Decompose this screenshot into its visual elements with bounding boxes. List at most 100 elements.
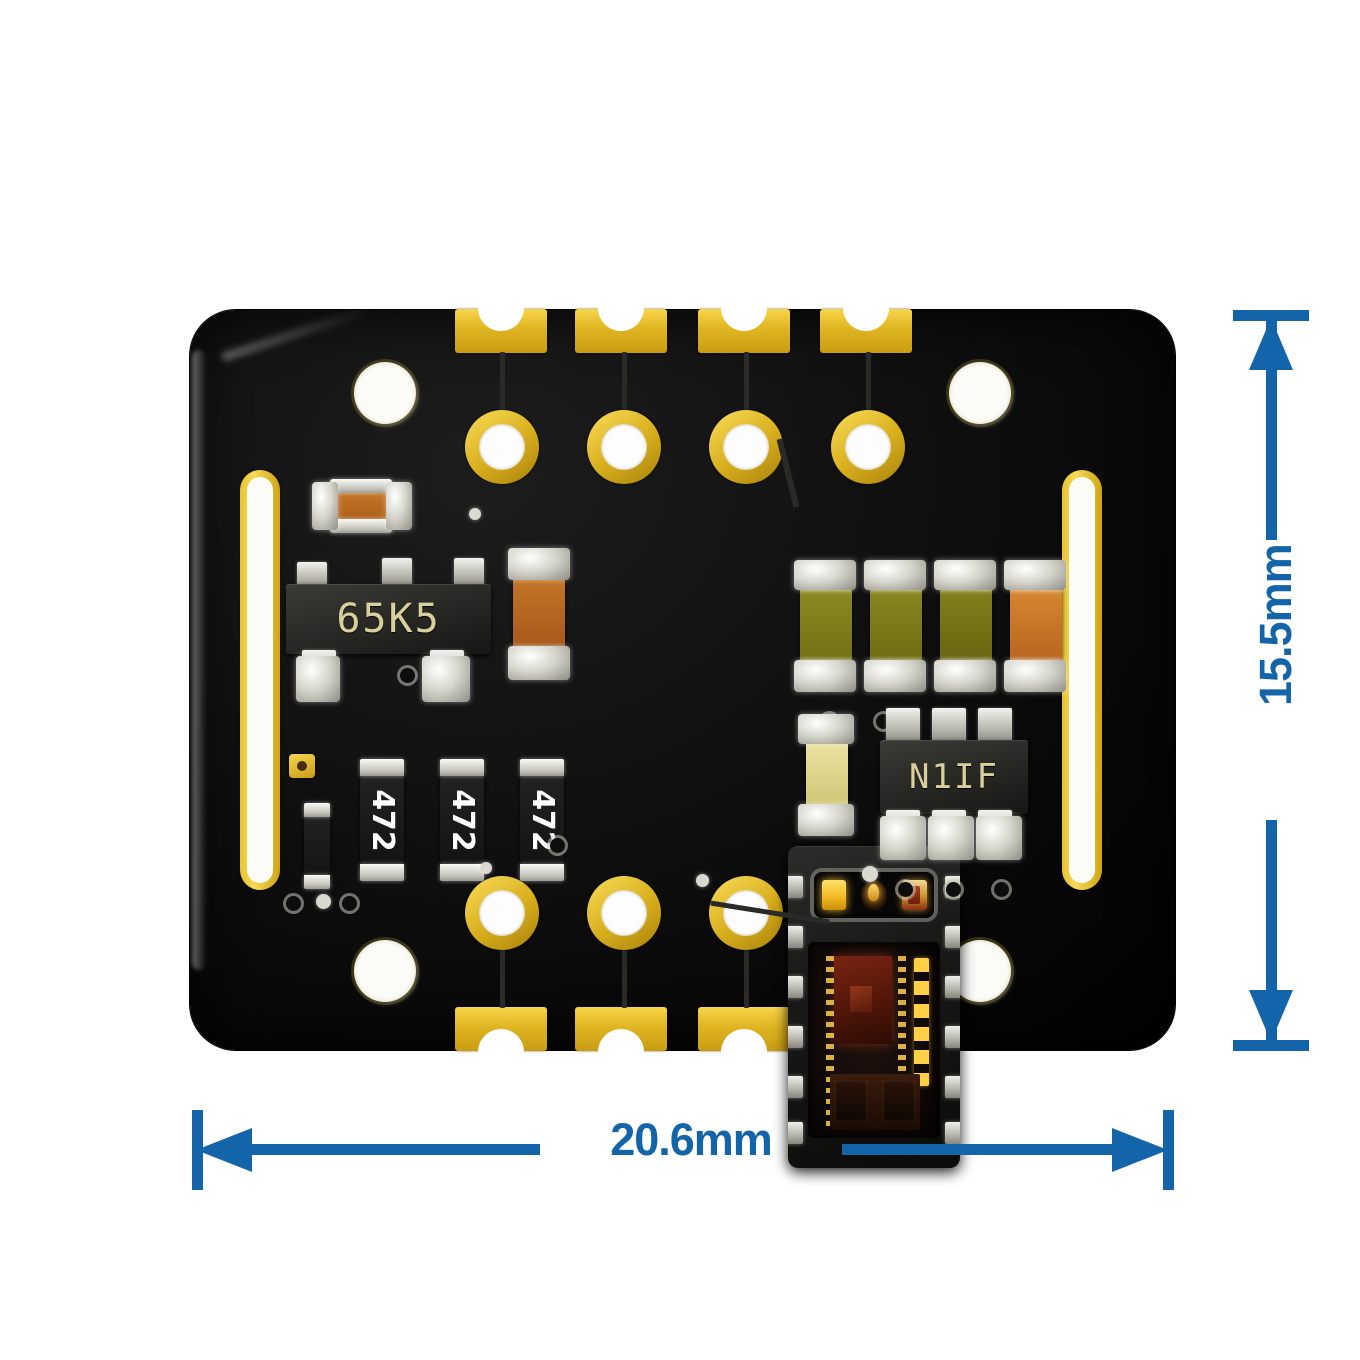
width-arrow-left (196, 1128, 252, 1172)
ic-65k5: 65K5 (286, 584, 491, 654)
ic-lead (454, 558, 484, 586)
sensor-die-window (808, 942, 940, 1138)
sensor-pin (788, 1076, 803, 1098)
trace (500, 352, 505, 414)
solder-joint (976, 816, 1022, 860)
ic-lead (297, 562, 327, 588)
via (550, 838, 565, 853)
solder-joint (794, 560, 856, 590)
capacitor-c2 (513, 560, 565, 664)
through-hole-top-3 (709, 410, 783, 484)
width-arrow-right (1112, 1128, 1168, 1172)
sensor-pin (788, 1026, 803, 1048)
width-dimension-label: 20.6mm (610, 1114, 773, 1165)
pcb-board: 65K5 472 472 (190, 285, 1175, 1168)
capacitor-c7 (806, 725, 848, 821)
solder-joint (864, 660, 926, 692)
via (342, 896, 357, 911)
solder-joint (508, 548, 570, 580)
ic-n1if: N1IF (880, 740, 1028, 814)
sensor-pin (945, 1026, 960, 1048)
solder-joint (312, 482, 338, 530)
edge-pad-bottom-1 (455, 1007, 547, 1075)
capacitor-c6 (1010, 574, 1062, 676)
solder-joint (798, 804, 854, 836)
edge-pad-top-3 (698, 285, 790, 353)
height-arrow-down (1249, 990, 1293, 1042)
width-shaft-left (252, 1144, 540, 1155)
via (480, 862, 492, 874)
trace (500, 946, 505, 1008)
solder-joint (296, 656, 340, 702)
capacitor-c3 (800, 574, 852, 676)
red-led (821, 880, 846, 910)
mounting-slot-right (1062, 470, 1102, 890)
edge-pad-bottom-3 (698, 1007, 790, 1075)
trace (622, 352, 627, 414)
solder-joint (1004, 560, 1066, 590)
sensor-pin (788, 976, 803, 998)
trace (866, 352, 871, 414)
solder-joint (934, 660, 996, 692)
board-edge-highlight (192, 350, 206, 970)
ic-n1if-marking: N1IF (909, 757, 999, 797)
test-pad (289, 754, 315, 778)
trace (744, 946, 749, 1008)
solder-joint (864, 560, 926, 590)
trace (622, 946, 627, 1008)
solder-joint (422, 656, 470, 702)
solder-joint (794, 660, 856, 692)
die-bond-pads (914, 958, 929, 1086)
sensor-pin (945, 1122, 960, 1144)
height-shaft-top (1266, 318, 1277, 540)
through-hole-top-2 (587, 410, 661, 484)
width-extension-line-right (1163, 1110, 1174, 1190)
width-shaft-right (842, 1144, 1132, 1155)
through-hole-top-4 (831, 410, 905, 484)
sensor-pin (945, 976, 960, 998)
resistor-r3: 472 (520, 759, 564, 881)
sensor-pin (945, 926, 960, 948)
via (862, 866, 878, 882)
bond-wires-left (826, 956, 834, 1128)
via (316, 894, 331, 909)
trace (744, 352, 749, 414)
trace (776, 438, 800, 508)
ic-lead (382, 558, 412, 586)
height-dimension-label: 15.5mm (1250, 544, 1301, 706)
ic-lead (886, 708, 920, 742)
via (696, 874, 709, 887)
die-lower-structure (830, 1074, 920, 1130)
height-extension-line-bottom (1233, 1040, 1309, 1051)
height-extension-line-top (1233, 310, 1309, 321)
solder-joint (934, 560, 996, 590)
photodiode (860, 880, 887, 910)
solder-joint (928, 816, 974, 860)
solder-joint (798, 714, 854, 744)
capacitor-c1 (330, 479, 392, 533)
through-hole-bottom-1 (465, 876, 539, 950)
resistor-r2-marking: 472 (444, 788, 480, 852)
via (898, 882, 913, 897)
via (994, 882, 1009, 897)
sensor-pin (788, 876, 803, 898)
solder-joint (1004, 660, 1066, 692)
through-hole-bottom-2 (587, 876, 661, 950)
ic-lead (978, 708, 1012, 742)
via (400, 668, 415, 683)
through-hole-top-1 (465, 410, 539, 484)
edge-pad-top-1 (455, 285, 547, 353)
resistor-r2: 472 (440, 759, 484, 881)
capacitor-c4 (870, 574, 922, 676)
resistor-r1-marking: 472 (364, 788, 400, 852)
mounting-slot-left (240, 470, 280, 890)
board-corner-highlight (220, 303, 376, 363)
height-shaft-bottom (1266, 820, 1277, 1042)
edge-pad-bottom-2 (575, 1007, 667, 1075)
resistor-r1: 472 (360, 759, 404, 881)
via (286, 896, 301, 911)
drill-hole-bottom-left (354, 940, 416, 1002)
drill-hole-top-right (949, 362, 1011, 424)
drill-hole-top-left (354, 362, 416, 424)
